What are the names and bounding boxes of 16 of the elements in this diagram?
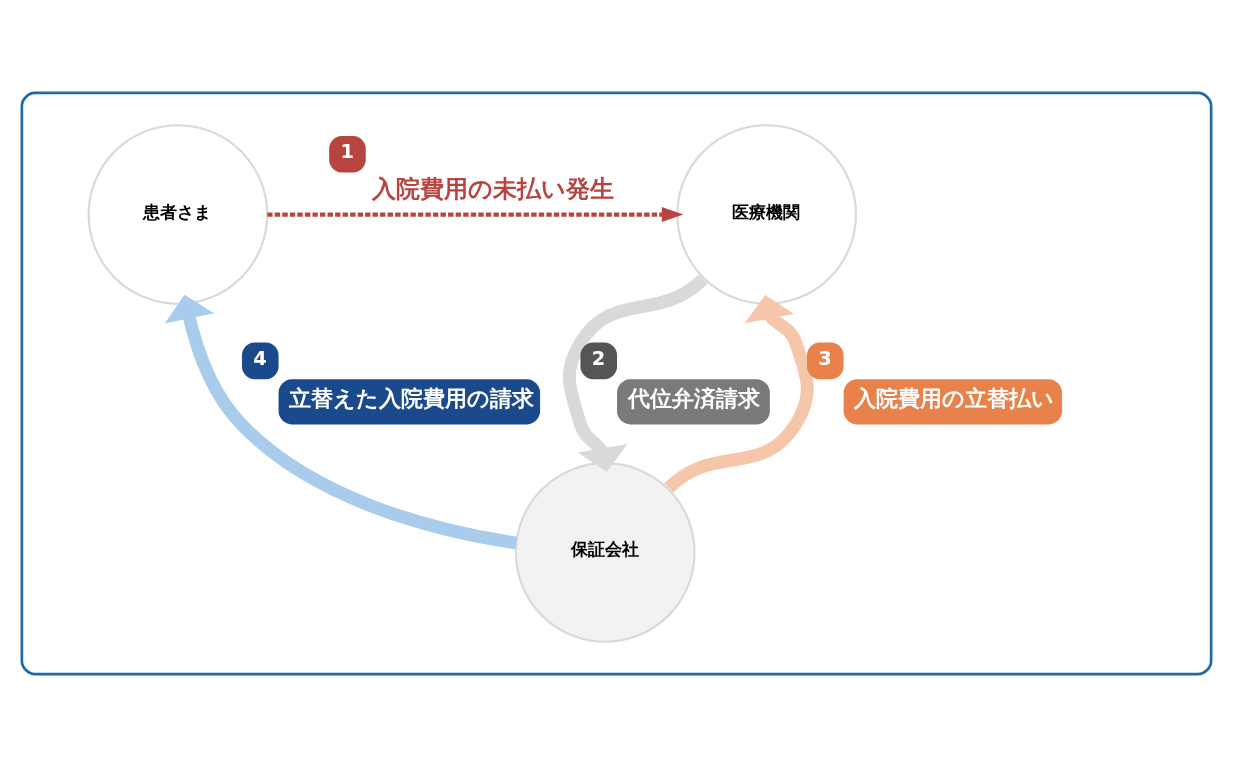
label: 2: [591, 346, 606, 370]
label: 1: [340, 139, 354, 163]
edge-label: 立替えた入院費用の請求: [289, 385, 535, 411]
node-circle: 患者さま: [87, 123, 269, 305]
arrow: [664, 294, 814, 493]
edge-label: 代位弁済請求: [627, 385, 760, 411]
arrow: [267, 206, 684, 222]
label: 4: [253, 346, 267, 370]
node-circle: 医療機関: [676, 123, 858, 305]
arrow: [562, 273, 708, 472]
edge-label: 入院費用の未払い発生: [372, 174, 615, 203]
edge-label: 入院費用の立替払い: [854, 385, 1055, 411]
arrow: [164, 294, 518, 549]
label: 3: [818, 346, 832, 370]
cluster: [20, 91, 1213, 675]
node-circle: 保証会社: [514, 461, 696, 643]
